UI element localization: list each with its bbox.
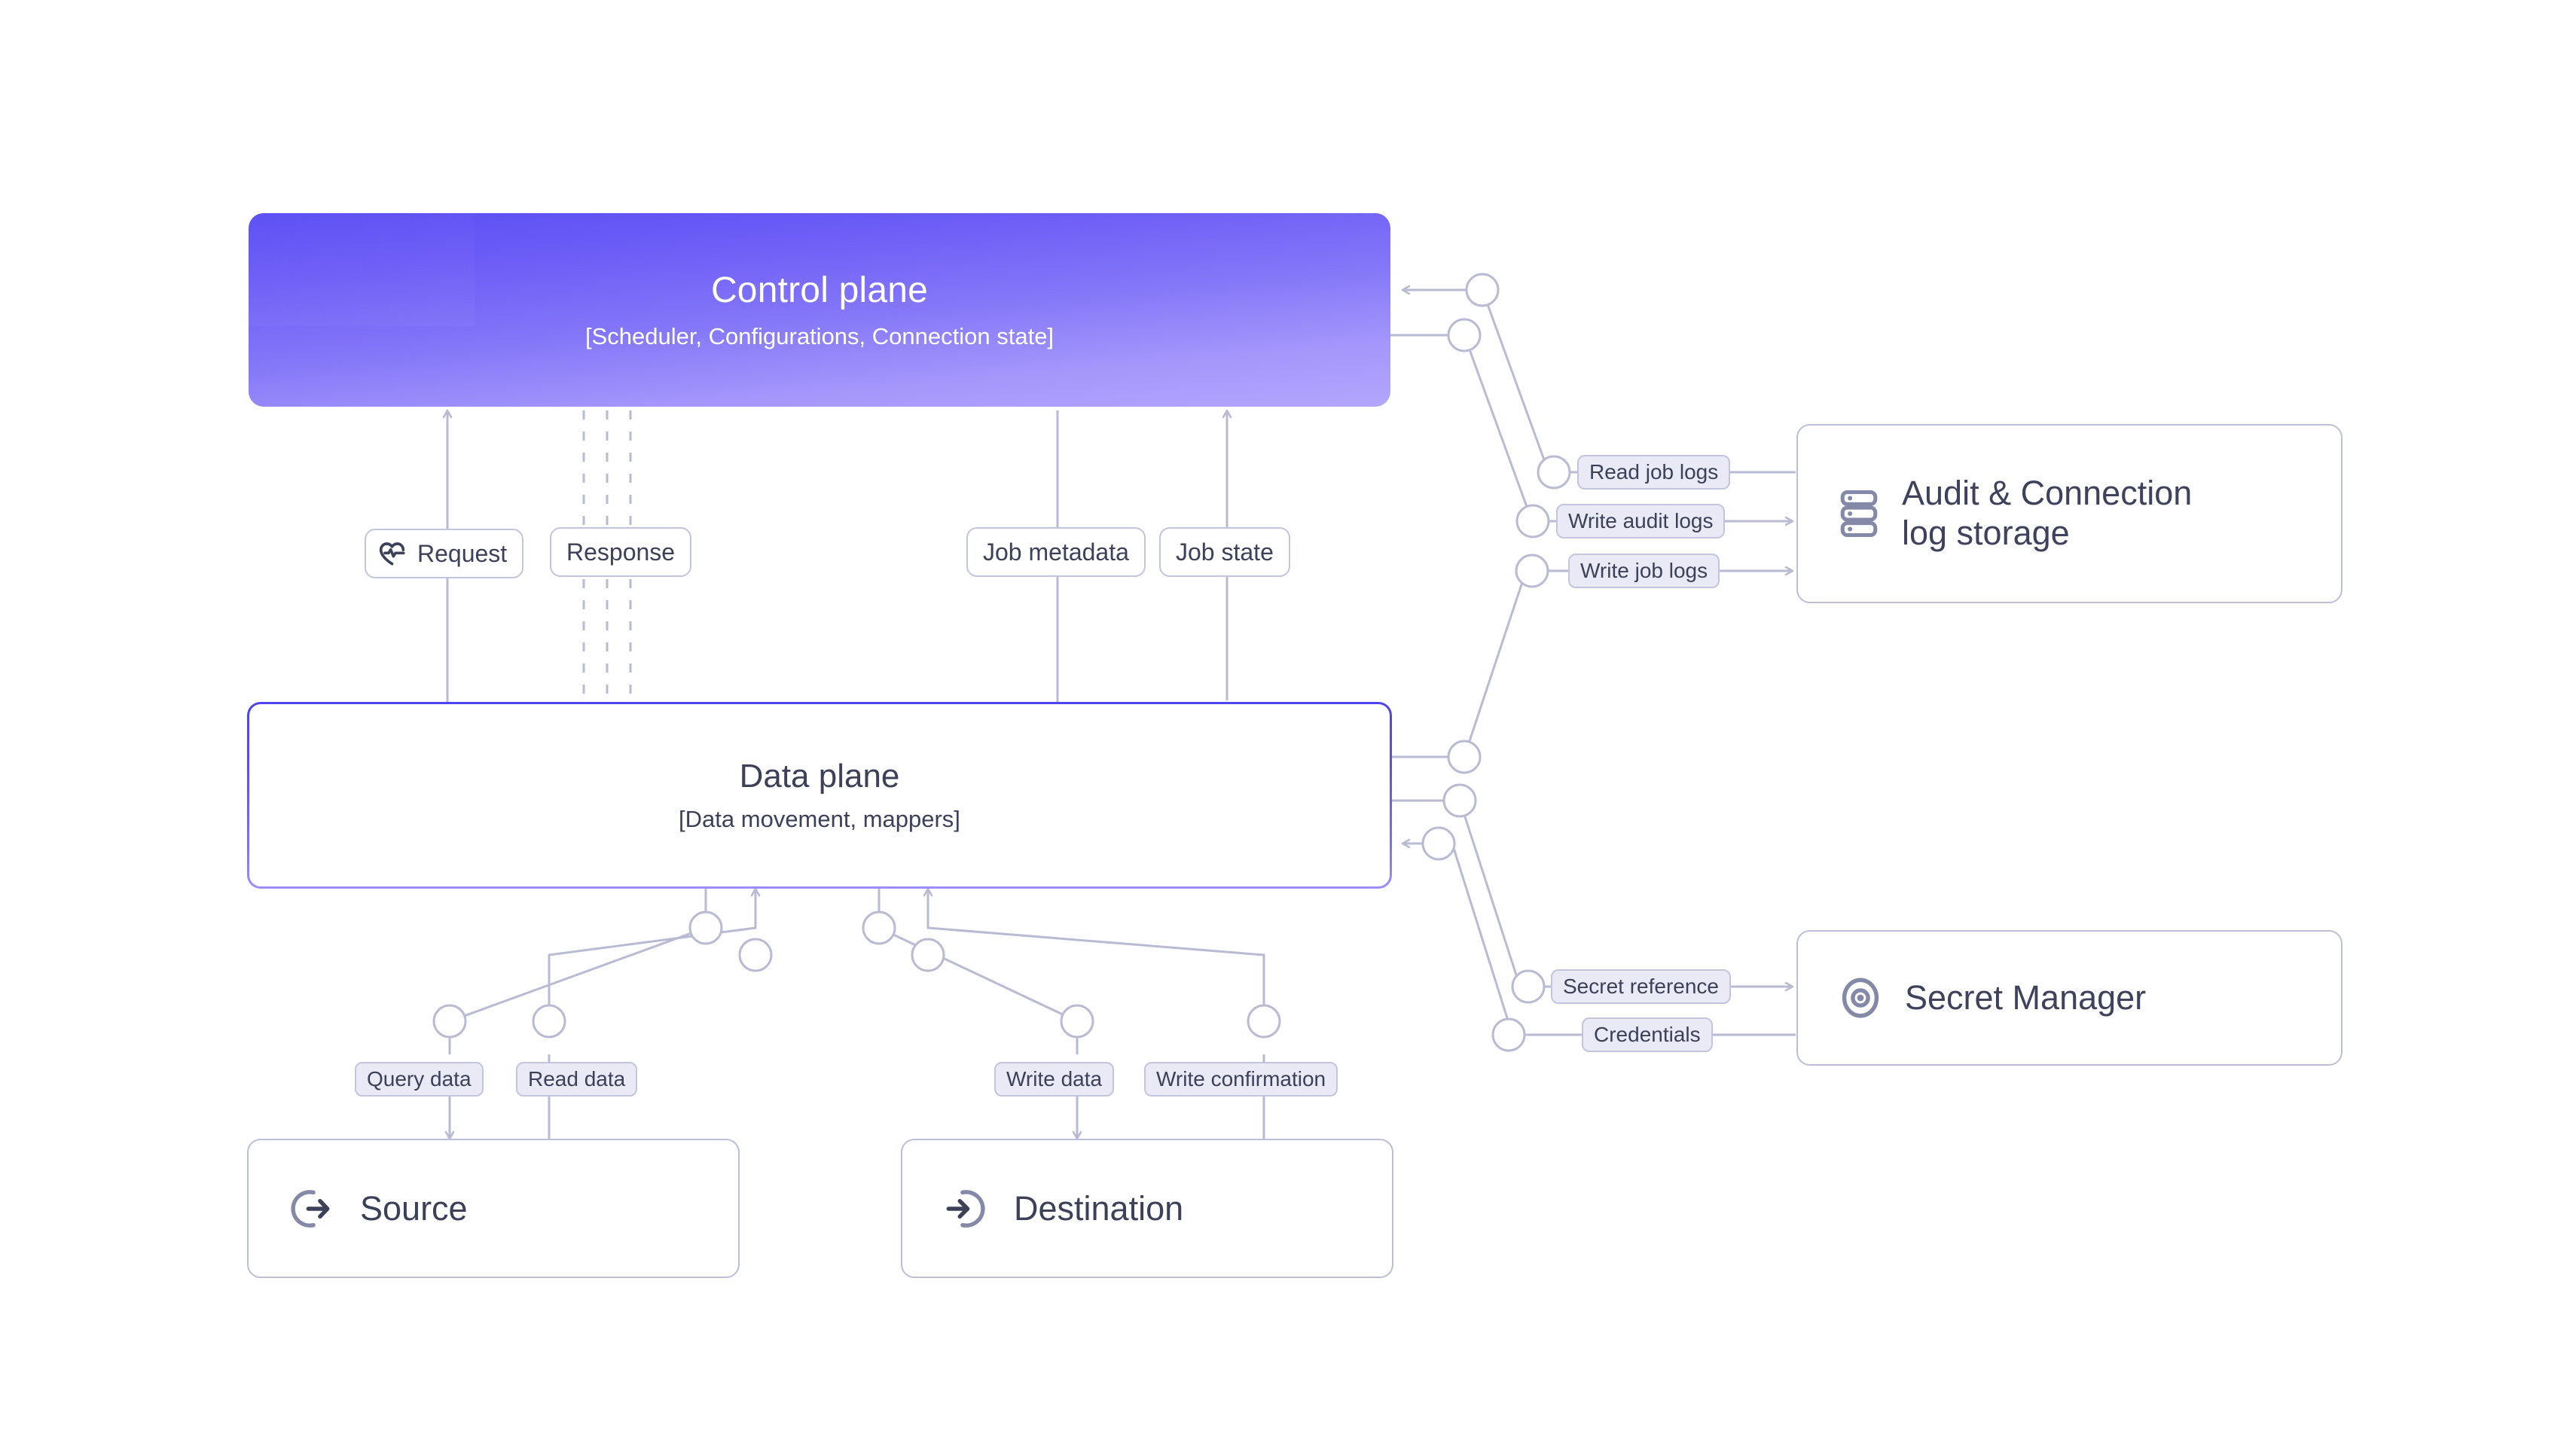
edge-label-write-data-text: Write data bbox=[1006, 1067, 1103, 1091]
edge-label-job-metadata-text: Job metadata bbox=[983, 538, 1129, 566]
secret-manager-title: Secret Manager bbox=[1905, 978, 2147, 1017]
edge-read-data-b bbox=[548, 889, 755, 1021]
edge-label-request-text: Request bbox=[417, 539, 508, 567]
arrow-into-circle-icon bbox=[942, 1185, 988, 1232]
noise-texture bbox=[249, 213, 475, 326]
data-plane-node[interactable]: Data plane [Data movement, mappers] bbox=[247, 702, 1392, 889]
edge-label-write-audit-logs[interactable]: Write audit logs bbox=[1556, 504, 1726, 538]
edge-label-job-metadata[interactable]: Job metadata bbox=[966, 527, 1146, 577]
edge-label-credentials[interactable]: Credentials bbox=[1582, 1017, 1713, 1052]
edge-label-write-job-logs-text: Write job logs bbox=[1580, 559, 1708, 582]
eye-target-icon bbox=[1837, 975, 1884, 1021]
edge-label-write-audit-logs-text: Write audit logs bbox=[1568, 509, 1714, 532]
audit-log-storage-title-line1: Audit & Connection bbox=[1902, 474, 2193, 513]
audit-log-storage-title-line2: log storage bbox=[1902, 514, 2070, 552]
control-plane-node[interactable]: Control plane [Scheduler, Configurations… bbox=[249, 213, 1390, 407]
edge-label-read-job-logs[interactable]: Read job logs bbox=[1577, 455, 1731, 490]
arrow-out-of-circle-icon bbox=[288, 1185, 334, 1232]
destination-node[interactable]: Destination bbox=[901, 1139, 1393, 1278]
edge-label-read-job-logs-text: Read job logs bbox=[1589, 460, 1719, 484]
edge-label-read-data-text: Read data bbox=[528, 1067, 626, 1091]
edge-label-write-confirmation-text: Write confirmation bbox=[1156, 1067, 1326, 1091]
edge-label-response[interactable]: Response bbox=[550, 527, 692, 577]
source-node[interactable]: Source bbox=[247, 1139, 740, 1278]
destination-title: Destination bbox=[1014, 1188, 1184, 1228]
control-plane-title: Control plane bbox=[710, 270, 929, 310]
audit-log-storage-node[interactable]: Audit & Connection log storage bbox=[1796, 424, 2343, 603]
edge-label-job-state[interactable]: Job state bbox=[1159, 527, 1290, 577]
edge-credentials-b bbox=[1402, 844, 1582, 1036]
edge-label-credentials-text: Credentials bbox=[1594, 1023, 1701, 1046]
server-rack-icon bbox=[1837, 487, 1881, 540]
edge-write-job-logs-a bbox=[1390, 569, 1570, 758]
edge-label-secret-reference-text: Secret reference bbox=[1563, 975, 1719, 998]
edge-label-write-data[interactable]: Write data bbox=[994, 1062, 1115, 1097]
data-plane-title: Data plane bbox=[739, 758, 900, 795]
edge-write-data-a bbox=[877, 889, 1079, 1054]
edge-write-audit-logs-a bbox=[1390, 334, 1571, 523]
edge-label-job-state-text: Job state bbox=[1176, 538, 1274, 566]
edge-label-query-data-text: Query data bbox=[367, 1067, 472, 1091]
edge-label-response-text: Response bbox=[566, 538, 676, 566]
data-plane-subtitle: [Data movement, mappers] bbox=[679, 806, 960, 832]
source-title: Source bbox=[360, 1188, 468, 1228]
edge-secret-reference-a bbox=[1390, 799, 1561, 988]
control-plane-subtitle: [Scheduler, Configurations, Connection s… bbox=[584, 323, 1055, 349]
edge-label-write-job-logs[interactable]: Write job logs bbox=[1568, 554, 1720, 588]
edge-label-secret-reference[interactable]: Secret reference bbox=[1551, 969, 1731, 1004]
edge-read-job-logs-b bbox=[1402, 290, 1595, 474]
edge-label-request[interactable]: Request bbox=[365, 529, 524, 578]
heart-pulse-icon bbox=[377, 538, 407, 569]
secret-manager-node[interactable]: Secret Manager bbox=[1796, 930, 2343, 1066]
edge-label-read-data[interactable]: Read data bbox=[516, 1062, 638, 1097]
edge-query-data-a bbox=[448, 889, 707, 1054]
edge-label-write-confirmation[interactable]: Write confirmation bbox=[1144, 1062, 1338, 1097]
connector-joints bbox=[432, 273, 1571, 1052]
edge-write-confirmation-b bbox=[928, 889, 1265, 1021]
edge-label-query-data[interactable]: Query data bbox=[355, 1062, 484, 1097]
audit-log-storage-title: Audit & Connection log storage bbox=[1902, 474, 2192, 553]
